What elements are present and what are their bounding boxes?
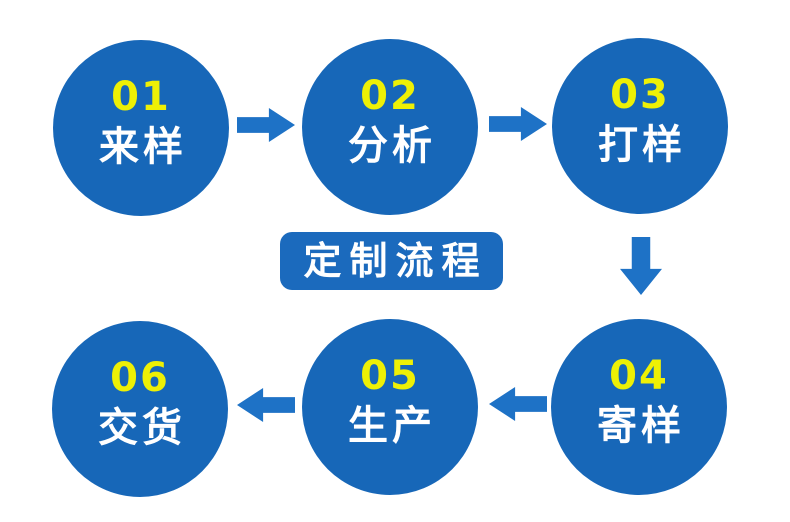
arrow-down-icon xyxy=(620,237,662,295)
step-circle-06: 06 交货 xyxy=(52,321,228,497)
step-circle-02: 02 分析 xyxy=(302,39,478,215)
step-number: 06 xyxy=(110,355,170,401)
arrow-left-icon xyxy=(237,388,295,422)
step-content: 06 交货 xyxy=(94,358,186,448)
arrow-left-icon xyxy=(489,387,547,421)
step-label: 分析 xyxy=(348,123,436,169)
step-label: 寄样 xyxy=(597,403,685,449)
step-content: 01 来样 xyxy=(95,77,187,167)
step-label: 生产 xyxy=(348,403,436,449)
step-number: 02 xyxy=(360,73,420,119)
step-circle-05: 05 生产 xyxy=(302,319,478,495)
step-content: 04 寄样 xyxy=(593,356,685,446)
step-circle-04: 04 寄样 xyxy=(551,319,727,495)
step-label: 来样 xyxy=(99,124,187,170)
diagram-title-badge: 定制流程 xyxy=(280,232,503,290)
step-number: 01 xyxy=(111,74,171,120)
arrow-right-icon xyxy=(237,108,295,142)
diagram-title: 定制流程 xyxy=(303,239,488,283)
step-label: 交货 xyxy=(98,405,186,451)
step-content: 03 打样 xyxy=(594,75,686,165)
step-circle-03: 03 打样 xyxy=(552,38,728,214)
arrow-right-icon xyxy=(489,107,547,141)
step-circle-01: 01 来样 xyxy=(53,40,229,216)
step-label: 打样 xyxy=(598,122,686,168)
step-number: 03 xyxy=(610,72,670,118)
step-content: 05 生产 xyxy=(344,356,436,446)
step-number: 05 xyxy=(360,353,420,399)
step-number: 04 xyxy=(609,353,669,399)
step-content: 02 分析 xyxy=(344,76,436,166)
